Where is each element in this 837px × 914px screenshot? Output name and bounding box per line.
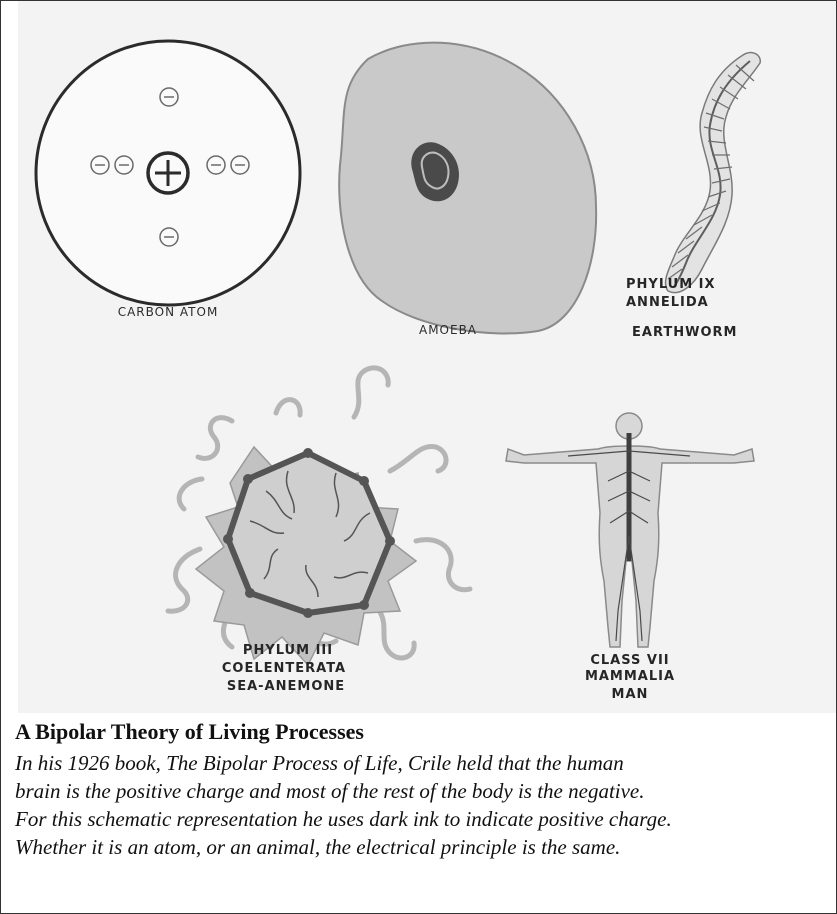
caption-line-2: brain is the positive charge and most of… (15, 779, 645, 803)
caption: A Bipolar Theory of Living Processes In … (15, 719, 825, 861)
sea-anemone-label-line-3: SEA-ANEMONE (227, 679, 345, 694)
illustration-svg (18, 1, 836, 713)
caption-line-4: Whether it is an atom, or an animal, the… (15, 835, 620, 859)
sea-anemone-label-line-1: PHYLUM III (243, 643, 333, 658)
earthworm-label-line-1: PHYLUM IX (626, 277, 716, 292)
caption-line-3: For this schematic representation he use… (15, 807, 672, 831)
man-diagram (506, 413, 754, 647)
earthworm-label-line-3: EARTHWORM (632, 325, 737, 340)
caption-title: A Bipolar Theory of Living Processes (15, 719, 825, 745)
earthworm-diagram (666, 53, 761, 293)
earthworm-label-line-2: ANNELIDA (626, 295, 709, 310)
sea-anemone-label-line-2: COELENTERATA (222, 661, 346, 676)
amoeba-label: AMOEBA (419, 323, 477, 337)
man-label-line-3: MAN (612, 687, 649, 702)
illustration-plate: CARBON ATOM AMOEBA PHYLUM IX ANNELIDA EA… (18, 1, 836, 713)
caption-line-1: In his 1926 book, The Bipolar Process of… (15, 751, 624, 775)
carbon-atom-diagram (36, 41, 300, 305)
amoeba-diagram (339, 43, 596, 334)
man-label-line-1: CLASS VII (590, 653, 669, 668)
caption-body: In his 1926 book, The Bipolar Process of… (15, 749, 825, 861)
carbon-atom-label: CARBON ATOM (118, 305, 219, 319)
man-label-line-2: MAMMALIA (585, 669, 675, 684)
sea-anemone-diagram (168, 368, 470, 665)
